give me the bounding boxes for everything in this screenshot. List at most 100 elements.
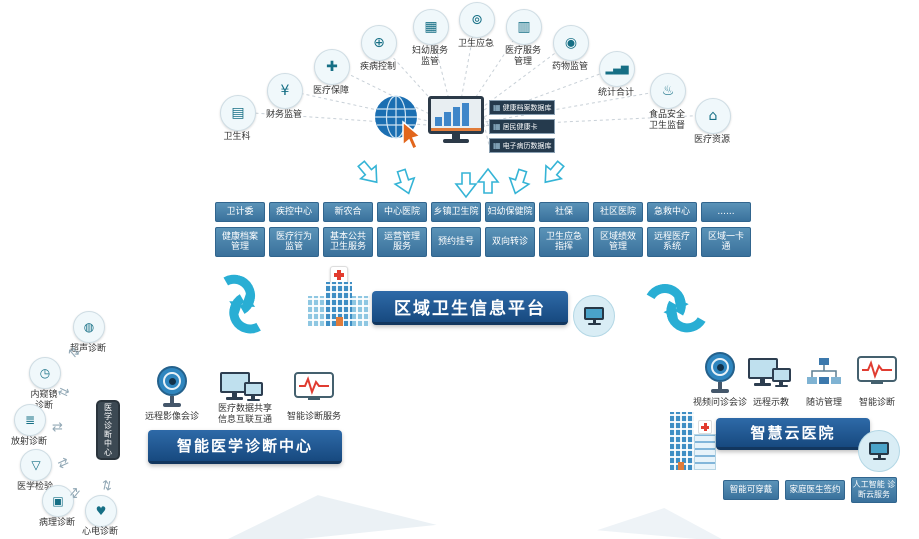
remote-imaging-label: 远程影像会诊 — [144, 412, 199, 422]
disease-control-label: 疾病控制 — [359, 62, 396, 72]
heart-glyph: ♥ — [95, 504, 107, 518]
exchange-arrow-icon: ⇄ — [52, 420, 63, 435]
monitor-bars — [431, 99, 481, 131]
org-button[interactable]: 中心医院 — [377, 202, 427, 222]
platform-terminal-icon — [573, 295, 615, 337]
data-sharing-label: 医疗数据共享信息互联互通 — [217, 404, 272, 425]
wearable-button[interactable]: 智能可穿戴 — [723, 480, 779, 500]
service-button[interactable]: 区域绩效管理 — [593, 227, 643, 257]
hospital-building-icon — [306, 266, 372, 326]
family-doctor-button[interactable]: 家庭医生签约 — [785, 480, 845, 500]
siren-icon: ⊚ — [471, 12, 483, 28]
org-button[interactable]: 妇幼保健院 — [485, 202, 535, 222]
cloud-hospital-annex — [694, 434, 716, 470]
pathology-glyph: ▣ — [52, 494, 64, 508]
org-button[interactable]: 急救中心 — [647, 202, 697, 222]
health-emergency-label: 卫生应急 — [457, 39, 494, 49]
exchange-arrows-right — [639, 272, 723, 350]
goblet-icon: ♨ — [661, 83, 675, 99]
lab-test-glyph: ▽ — [31, 458, 41, 472]
smart-diagnosis-label: 智能诊断 — [858, 398, 895, 408]
database-icon: ▦ — [493, 103, 501, 112]
endoscopy-glyph: ◷ — [39, 366, 51, 380]
sanitation-dept-icon: ▤ — [220, 95, 256, 131]
service-button[interactable]: 基本公共卫生服务 — [323, 227, 373, 257]
sanitation-dept-label: 卫生科 — [223, 132, 251, 142]
org-button[interactable]: 新农合 — [323, 202, 373, 222]
remote-teaching-computers-icon — [748, 358, 792, 398]
ecg-diagnosis-icon: ♥ — [85, 495, 117, 527]
globe-cursor-icon — [375, 95, 422, 151]
red-cross-sign-icon — [698, 420, 712, 434]
yuan-icon: ¥ — [280, 83, 290, 99]
cloud-hospital-door — [678, 462, 684, 470]
disease-control-icon: ⊕ — [361, 25, 397, 61]
webcam-icon — [155, 366, 189, 414]
org-button[interactable]: 社区医院 — [593, 202, 643, 222]
hospital-right-wing — [352, 296, 370, 326]
db-emr: ▦电子病历数据库 — [489, 138, 555, 153]
decorative-triangle — [203, 483, 437, 539]
health-emergency-icon: ⊚ — [459, 2, 495, 38]
org-button[interactable]: 社保 — [539, 202, 589, 222]
org-button-more[interactable]: ...... — [701, 202, 751, 222]
radiology-label: 放射诊断 — [10, 437, 47, 447]
statistics-icon: ▂▄▆ — [599, 51, 635, 87]
food-safety-label: 食品安全卫生监督 — [648, 110, 685, 131]
followup-mgmt-label: 随访管理 — [805, 398, 842, 408]
medical-service-mgmt-label: 医疗服务管理 — [504, 46, 541, 67]
org-button[interactable]: 乡镇卫生院 — [431, 202, 481, 222]
service-button-row: 健康档案管理 医疗行为监管 基本公共卫生服务 运营管理服务 预约挂号 双向转诊 … — [215, 227, 751, 257]
building-icon: ⌂ — [708, 108, 718, 124]
diagnosis-center-banner[interactable]: 智能医学诊断中心 — [148, 430, 342, 464]
medical-insurance-icon: ✚ — [314, 49, 350, 85]
db-resident-card-label: 居民健康卡 — [502, 122, 538, 131]
lab-test-icon: ▽ — [20, 449, 52, 481]
pathology-label: 病理诊断 — [38, 518, 75, 528]
hospital-left-wing — [308, 296, 326, 326]
database-icon: ▦ — [493, 141, 501, 150]
org-button[interactable]: 卫计委 — [215, 202, 265, 222]
pill-icon: ◉ — [564, 35, 578, 51]
service-button[interactable]: 健康档案管理 — [215, 227, 265, 257]
ai-cloud-service-button[interactable]: 人工智能 诊断云服务 — [851, 477, 897, 503]
exchange-arrow-icon: ⇄ — [98, 478, 116, 493]
finance-supervision-label: 财务监管 — [265, 110, 302, 120]
db-health-records-label: 健康档案数据库 — [502, 103, 552, 112]
decorative-triangle — [597, 502, 729, 539]
statistics-label: 统计合计 — [597, 88, 634, 98]
cloud-hospital-tower — [670, 412, 694, 470]
data-sharing-computers-icon — [220, 372, 264, 412]
drug-supervision-icon: ◉ — [553, 25, 589, 61]
ultrasound-label: 超声诊断 — [69, 344, 106, 354]
db-health-records: ▦健康档案数据库 — [489, 100, 555, 115]
exchange-arrows-left — [203, 269, 287, 348]
service-button[interactable]: 预约挂号 — [431, 227, 481, 257]
platform-monitor-icon — [428, 96, 484, 143]
diagnosis-hub-device: 医学诊断中心 — [96, 400, 120, 460]
video-consult-label: 视频问诊会诊 — [692, 398, 747, 408]
service-button[interactable]: 医疗行为监管 — [269, 227, 319, 257]
service-button[interactable]: 双向转诊 — [485, 227, 535, 257]
endoscopy-label: 内窥镜诊断 — [30, 390, 58, 411]
service-button[interactable]: 卫生应急指挥 — [539, 227, 589, 257]
service-button[interactable]: 远程医疗系统 — [647, 227, 697, 257]
service-button[interactable]: 运营管理服务 — [377, 227, 427, 257]
followup-network-icon — [807, 358, 841, 384]
ultrasound-glyph: ◍ — [83, 320, 95, 334]
ambulance-icon: ▥ — [517, 19, 531, 35]
org-button[interactable]: 疾控中心 — [269, 202, 319, 222]
platform-banner[interactable]: 区域卫生信息平台 — [372, 291, 568, 325]
remote-teaching-label: 远程示教 — [752, 398, 789, 408]
drug-supervision-label: 药物监管 — [551, 62, 588, 72]
cross-circle-icon: ⊕ — [373, 35, 385, 51]
bar-chart-icon: ▂▄▆ — [605, 63, 629, 75]
ultrasound-icon: ◍ — [73, 311, 105, 343]
service-button[interactable]: 区域一卡通 — [701, 227, 751, 257]
ecg-diagnosis-label: 心电诊断 — [81, 527, 118, 537]
cloud-hospital-banner[interactable]: 智慧云医院 — [716, 418, 870, 450]
diagnosis-hub-label: 医学诊断中心 — [103, 403, 113, 457]
org-button-row: 卫计委 疾控中心 新农合 中心医院 乡镇卫生院 妇幼保健院 社保 社区医院 急救… — [215, 202, 751, 222]
